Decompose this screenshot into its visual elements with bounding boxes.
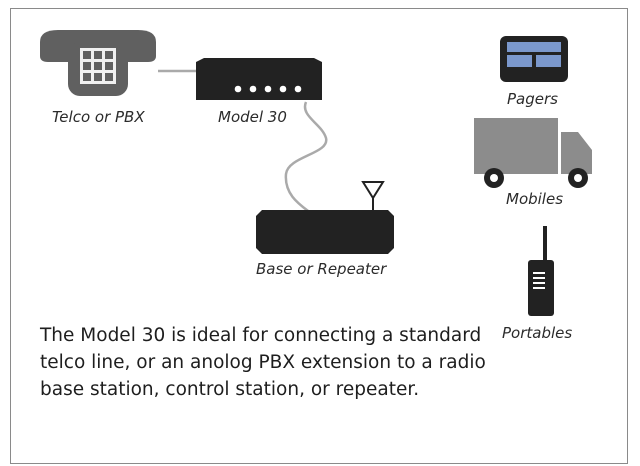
portable-radio-icon — [528, 226, 554, 316]
model30-device-icon — [196, 58, 322, 100]
base-label: Base or Repeater — [256, 260, 387, 278]
portables-label: Portables — [502, 324, 573, 342]
mobiles-label: Mobiles — [506, 190, 564, 208]
radio-cable — [284, 101, 328, 215]
description-text: The Model 30 is ideal for connecting a s… — [40, 325, 486, 400]
truck-icon — [474, 118, 592, 188]
pager-icon — [500, 36, 568, 82]
model30-label: Model 30 — [218, 108, 287, 126]
telco-label: Telco or PBX — [52, 108, 145, 126]
telephone-icon — [40, 30, 156, 96]
pagers-label: Pagers — [507, 90, 558, 108]
base-repeater-icon — [256, 210, 394, 254]
